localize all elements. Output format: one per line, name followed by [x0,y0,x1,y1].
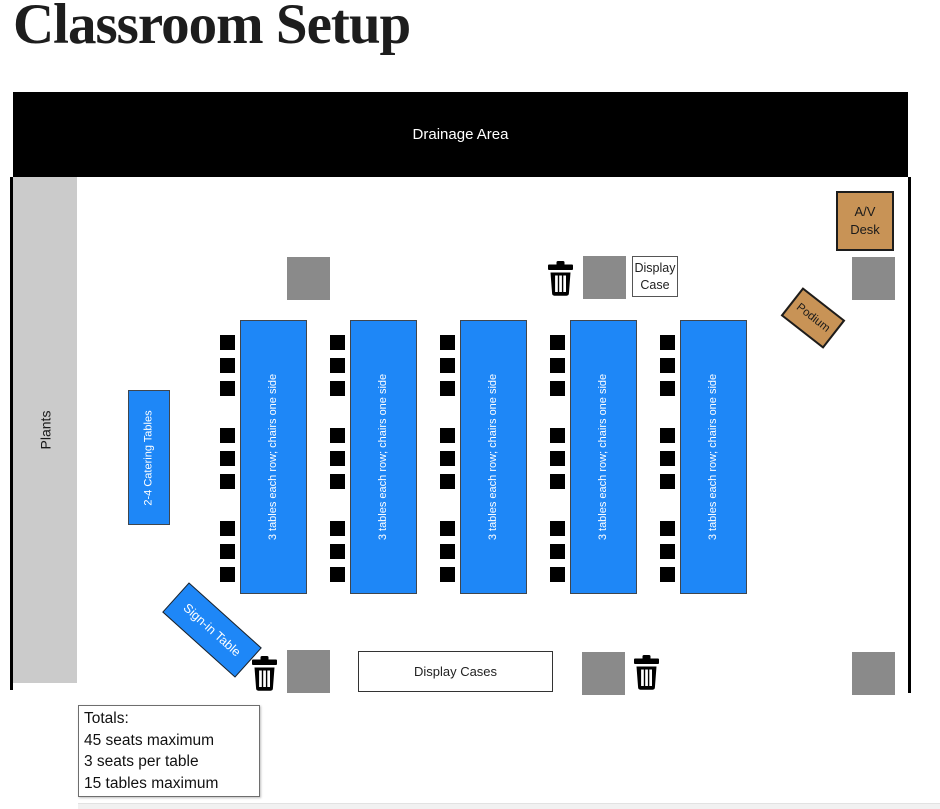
chair-square [330,474,345,489]
sign-in-table: Sign-in Table [162,582,262,678]
chair-square [440,428,455,443]
page-title: Classroom Setup [13,0,411,56]
table-row-label: 3 tables each row; chairs one side [707,373,720,541]
chair-column [660,335,675,614]
drainage-area-label: Drainage Area [412,126,509,143]
table-row-label: 3 tables each row; chairs one side [267,373,280,541]
chair-square [220,451,235,466]
chair-square [550,358,565,373]
chair-square [330,451,345,466]
chair-square [220,521,235,536]
chair-square [660,544,675,559]
pillar [287,257,330,300]
chair-square [220,474,235,489]
chair-square [440,335,455,350]
catering-tables-label: 2-4 Catering Tables [143,409,155,506]
totals-box: Totals: 45 seats maximum 3 seats per tab… [78,705,260,797]
left-wall [10,177,13,690]
chair-square [330,567,345,582]
table-row: 3 tables each row; chairs one side [350,320,417,594]
chair-column [550,335,565,614]
chair-square [440,474,455,489]
chair-square [220,381,235,396]
table-row: 3 tables each row; chairs one side [680,320,747,594]
pillar [582,652,625,695]
chair-square [550,335,565,350]
podium: Podium [780,287,846,349]
totals-line: 3 seats per table [84,753,199,770]
chair-square [330,521,345,536]
chair-square [550,521,565,536]
chair-square [220,428,235,443]
chair-square [660,474,675,489]
drainage-area: Drainage Area [13,92,908,177]
chair-square [660,428,675,443]
chair-square [440,358,455,373]
chair-square [660,521,675,536]
chair-square [550,474,565,489]
chair-square [330,428,345,443]
chair-square [660,358,675,373]
pillar [583,256,626,299]
chair-square [220,544,235,559]
table-row-label: 3 tables each row; chairs one side [377,373,390,541]
chair-square [220,567,235,582]
chair-square [220,358,235,373]
trash-can-icon [547,261,574,296]
chair-square [550,381,565,396]
chair-square [550,451,565,466]
pillar [287,650,330,693]
chair-square [660,335,675,350]
chair-square [330,335,345,350]
plants-area: Plants [13,177,77,683]
chair-square [440,451,455,466]
pillar [852,652,895,695]
trash-can-icon [251,656,278,691]
trash-can-icon [633,655,660,690]
chair-square [550,567,565,582]
totals-line: 15 tables maximum [84,774,219,792]
chair-square [440,381,455,396]
chair-square [440,521,455,536]
chair-square [660,451,675,466]
chair-column [330,335,345,614]
totals-heading: Totals: [84,710,129,727]
right-wall [908,177,911,693]
chair-column [220,335,235,614]
av-desk: A/V Desk [836,191,894,251]
horizontal-scrollbar[interactable] [78,803,940,809]
table-row-label: 3 tables each row; chairs one side [487,373,500,541]
table-row: 3 tables each row; chairs one side [240,320,307,594]
chair-square [550,428,565,443]
pillar [852,257,895,300]
chair-square [440,544,455,559]
plants-label: Plants [36,410,53,450]
chair-square [550,544,565,559]
chair-square [330,381,345,396]
table-row-label: 3 tables each row; chairs one side [597,373,610,541]
chair-column [440,335,455,614]
chair-square [330,358,345,373]
table-row: 3 tables each row; chairs one side [570,320,637,594]
chair-square [330,544,345,559]
table-row: 3 tables each row; chairs one side [460,320,527,594]
display-cases: Display Cases [358,651,553,692]
chair-square [660,381,675,396]
chair-square [660,567,675,582]
chair-square [220,335,235,350]
display-case: Display Case [632,256,678,297]
catering-tables: 2-4 Catering Tables [128,390,170,525]
totals-line: 45 seats maximum [84,731,215,749]
chair-square [440,567,455,582]
